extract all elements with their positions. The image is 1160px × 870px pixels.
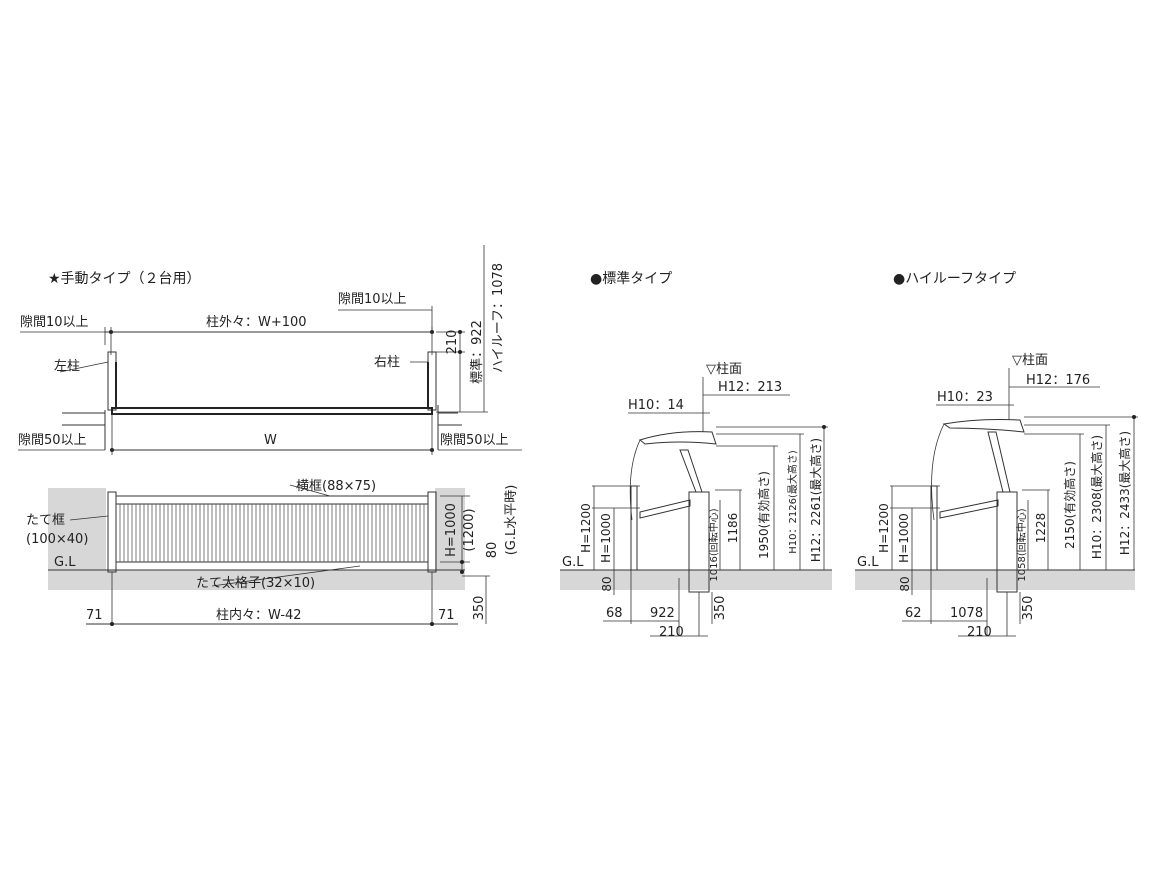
left-wall-fill xyxy=(48,488,106,570)
ground-fill xyxy=(560,570,832,590)
upper-arm xyxy=(679,449,703,493)
h12-label: H12：176 xyxy=(1026,373,1090,388)
max-h10-label: H10：2308(最大高さ) xyxy=(1089,435,1104,559)
h1200-label: (1200) xyxy=(462,508,477,551)
left-post xyxy=(107,351,117,411)
max-h12-label: H12：2261(最大高さ) xyxy=(808,438,823,562)
pivot-label: 1016(回転中心) xyxy=(707,508,720,581)
elevation-view: 横框(88×75) たて框 (100×40) G.L たて太格子(32×10) … xyxy=(26,479,519,626)
brace-arm xyxy=(939,499,999,519)
right-post xyxy=(427,351,437,411)
roof-panel xyxy=(638,431,717,445)
rail-label: 横框(88×75) xyxy=(296,479,376,494)
lattice-label: たて太格子(32×10) xyxy=(196,575,315,591)
dim-62-label: 62 xyxy=(905,606,922,621)
h12-label: H12：213 xyxy=(718,380,782,395)
dim-350-label: 350 xyxy=(713,596,728,621)
left-post-label: 左柱 xyxy=(54,359,80,374)
lattice-leader xyxy=(211,565,361,587)
dim-80-label: 80 xyxy=(485,542,500,559)
right-post-elevation xyxy=(427,491,437,573)
eff-height-label: 1950(有効高さ) xyxy=(756,471,771,559)
dim-350-label: 350 xyxy=(472,596,487,621)
gl-label: G.L xyxy=(562,555,584,570)
dim-1228-label: 1228 xyxy=(1034,513,1048,544)
dim-80-label: 80 xyxy=(898,576,912,591)
max-h12-label: H12：2433(最大高さ) xyxy=(1117,431,1132,555)
dim-dot xyxy=(458,350,462,354)
w-label: W xyxy=(264,433,277,448)
standard-section: G.L ▽柱面 H12：213 H10：14 H=1200 H=1000 80 … xyxy=(560,362,832,640)
h1000-label: H=1000 xyxy=(897,513,911,563)
right-wall-shape xyxy=(437,412,462,426)
dim-210-label: 210 xyxy=(445,330,460,355)
left-post-leader xyxy=(59,361,109,373)
upper-arm xyxy=(987,431,1011,493)
roof-panel xyxy=(942,419,1025,433)
front-post xyxy=(630,485,638,571)
vertical-lattice xyxy=(119,504,425,562)
dim-dot xyxy=(458,330,462,334)
header-highroof-type: ●ハイルーフタイプ xyxy=(893,271,1016,287)
outer-width-label: 柱外々：W+100 xyxy=(206,315,307,330)
max-h10-label: H10：2126(最大高さ) xyxy=(786,450,799,554)
gap-bottom-left-label: 隙間50以上 xyxy=(18,433,87,448)
highroof-section: G.L ▽柱面 H12：176 H10：23 H=1200 H=1000 80 … xyxy=(855,353,1138,640)
dim-210-label: 210 xyxy=(659,625,684,640)
dim-210-label: 210 xyxy=(967,625,992,640)
frame-leader xyxy=(69,515,109,521)
dim-350-label: 350 xyxy=(1021,596,1036,621)
dim-71-right-label: 71 xyxy=(438,608,455,623)
dim-1186-label: 1186 xyxy=(726,513,740,544)
plan-view: 隙間10以上 隙間10以上 柱外々：W+100 左柱 右柱 W 隙間50以上 隙… xyxy=(18,245,522,455)
dim-68-label: 68 xyxy=(606,606,623,621)
dim-1078-label: 1078 xyxy=(950,606,983,621)
pivot-label: 1058(回転中心) xyxy=(1015,508,1028,581)
ground-fill xyxy=(855,570,1135,590)
gap-bottom-right-label: 隙間50以上 xyxy=(440,433,509,448)
right-wall-fill xyxy=(435,488,465,570)
vertical-frame-label: たて框 xyxy=(26,513,65,528)
gl-label: G.L xyxy=(857,555,879,570)
dim-highroof-label: ハイルーフ：1078 xyxy=(491,263,506,373)
dim-dot xyxy=(460,560,464,564)
dim-dot xyxy=(1132,415,1136,419)
top-rail xyxy=(115,495,429,505)
gate-leaf-closed xyxy=(111,407,433,415)
post-face-label: ▽柱面 xyxy=(1012,353,1048,368)
left-wall-shape xyxy=(62,412,106,426)
dim-dot xyxy=(460,570,464,574)
dim-922-label: 922 xyxy=(650,606,675,621)
header-manual-type: ★手動タイプ（２台用） xyxy=(48,271,201,287)
right-post-label: 右柱 xyxy=(374,355,400,370)
h10-label: H10：14 xyxy=(628,398,684,413)
rail-leader xyxy=(289,484,331,497)
h1000-label: H=1000 xyxy=(599,513,613,563)
gl-level-label: (G.L水平時) xyxy=(504,485,519,556)
gap-top-right-label: 隙間10以上 xyxy=(338,292,407,307)
left-post-elevation xyxy=(107,491,117,573)
dim-80-label: 80 xyxy=(600,576,614,591)
dim-dot xyxy=(430,622,434,626)
h10-label: H10：23 xyxy=(937,390,993,405)
eff-height-label: 2150(有効高さ) xyxy=(1062,461,1077,549)
h1200-label: H=1200 xyxy=(579,503,593,553)
gap-top-left-label: 隙間10以上 xyxy=(20,315,89,330)
dim-standard-label: 標準：922 xyxy=(469,320,485,384)
post-face-label: ▽柱面 xyxy=(706,362,742,377)
inner-width-label: 柱内々：W-42 xyxy=(216,607,302,623)
dim-dot xyxy=(110,622,114,626)
dim-71-left-label: 71 xyxy=(86,608,103,623)
swing-arc xyxy=(629,439,641,521)
brace-arm xyxy=(639,499,691,519)
h1200-label: H=1200 xyxy=(877,503,891,553)
h1000-label: H=1000 xyxy=(444,503,459,557)
gl-label: G.L xyxy=(54,555,76,570)
header-standard-type: ●標準タイプ xyxy=(590,271,672,287)
dim-dot xyxy=(822,425,826,429)
vertical-frame-size-label: (100×40) xyxy=(26,532,88,547)
swing-arc xyxy=(931,423,945,521)
